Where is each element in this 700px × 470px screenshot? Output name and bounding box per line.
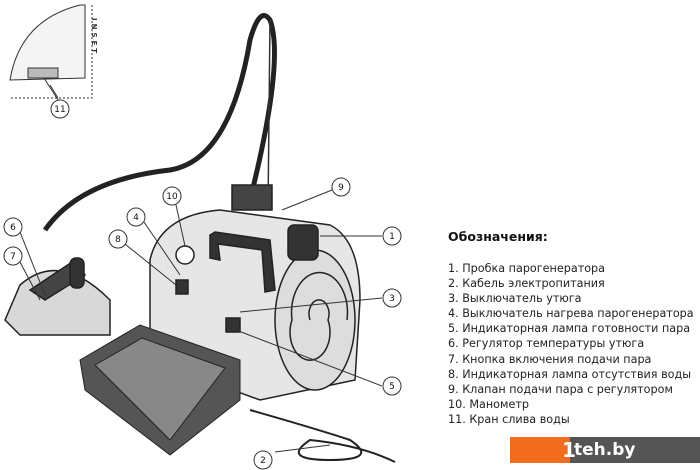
callout-label: 1: [389, 232, 395, 242]
callout-10: [162, 186, 182, 206]
callout-7: [3, 246, 23, 266]
callout-11: [50, 99, 70, 119]
power-cable: [249, 409, 396, 463]
legend-item: 9. Клапан подачи пара с регулятором: [448, 382, 673, 396]
legend-item: 3. Выключатель утюга: [448, 292, 582, 306]
callout-label: 10: [166, 192, 178, 202]
inset-label: INSET: [90, 18, 98, 57]
iron: [4, 257, 111, 336]
logo-orange-block: [510, 437, 570, 463]
callout-1: [382, 226, 402, 246]
callout-5: [382, 376, 402, 396]
callout-6: [3, 217, 23, 237]
hose-holder-rod: [267, 19, 271, 211]
callout-label: 9: [338, 183, 344, 193]
legend-list: 1. Пробка парогенератора 2. Кабель элект…: [448, 261, 694, 427]
callout-label: 7: [10, 252, 16, 262]
callout-3: [382, 288, 402, 308]
teh-by-logo: 1 teh.by: [510, 437, 700, 463]
callout-label: 5: [389, 382, 395, 392]
callout-label: 3: [389, 294, 395, 304]
legend-item: 6. Регулятор температуры утюга: [448, 337, 645, 351]
callout-label: 2: [260, 456, 266, 466]
callout-label: 4: [133, 213, 139, 223]
legend-item: 10. Манометр: [448, 397, 529, 411]
iron-rest-tray: [79, 324, 241, 456]
callout-4: [126, 207, 146, 227]
callout-2: [253, 450, 273, 470]
callout-lines: [19, 84, 383, 453]
legend-item: 5. Индикаторная лампа готовности пара: [448, 322, 691, 336]
iron-hose: [42, 13, 277, 232]
legend-item: 4. Выключатель нагрева парогенератора: [448, 307, 694, 321]
callout-label: 11: [54, 105, 65, 115]
callout-label: 8: [115, 235, 121, 245]
legend-item: 11. Кран слива воды: [448, 412, 570, 426]
callout-label: 6: [10, 223, 16, 233]
callout-9: [331, 177, 351, 197]
legend-item: 7. Кнопка включения подачи пара: [448, 352, 652, 366]
legend-item: 1. Пробка парогенератора: [448, 262, 606, 275]
legend-title: Обозначения:: [448, 229, 548, 244]
inset-drawing: [9, 4, 93, 101]
legend-item: 2. Кабель электропитания: [448, 277, 605, 291]
legend-item: 8. Индикаторная лампа отсутствия воды: [448, 367, 692, 381]
logo-mark: 1: [562, 438, 576, 462]
logo-text: teh.by: [570, 437, 700, 463]
callout-8: [108, 229, 128, 249]
